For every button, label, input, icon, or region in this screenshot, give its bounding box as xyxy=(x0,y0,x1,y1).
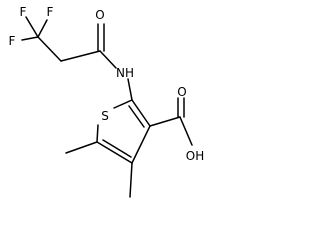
atom-oh: OH xyxy=(186,149,204,163)
bond-c4-c3 xyxy=(131,125,151,164)
bond-cf3-f2 xyxy=(21,36,39,41)
bond-ch2-carbonyl xyxy=(60,50,101,62)
atom-o-acid: O xyxy=(177,85,186,99)
bond-c3-cooh xyxy=(149,116,181,127)
bond-cf3-f3 xyxy=(37,19,48,38)
atom-s: S xyxy=(101,109,109,123)
molecule-structure: F F F O NH S O OH xyxy=(9,5,204,198)
bond-c5-c4-inner xyxy=(102,139,132,158)
bond-nh-c2 xyxy=(127,78,133,101)
atom-f1: F xyxy=(20,5,27,19)
bond-s-c5 xyxy=(96,124,99,143)
atom-f3: F xyxy=(47,5,54,19)
atom-f2: F xyxy=(9,34,16,48)
bond-cooh-oh xyxy=(179,116,193,146)
bond-c4-methyl xyxy=(129,162,133,198)
bond-carbonyl-nh xyxy=(99,50,117,69)
bond-c2-s xyxy=(113,99,133,109)
bond-c5-methyl xyxy=(65,141,98,154)
atom-nh: NH xyxy=(116,66,134,80)
bond-c5-c4 xyxy=(96,141,133,164)
bond-cf3-f1 xyxy=(25,16,39,38)
bond-cf3-ch2 xyxy=(37,36,62,62)
bond-c3-c2 xyxy=(131,99,151,127)
bond-c3-c2-inner xyxy=(128,105,145,128)
atom-o-amide: O xyxy=(95,8,104,22)
